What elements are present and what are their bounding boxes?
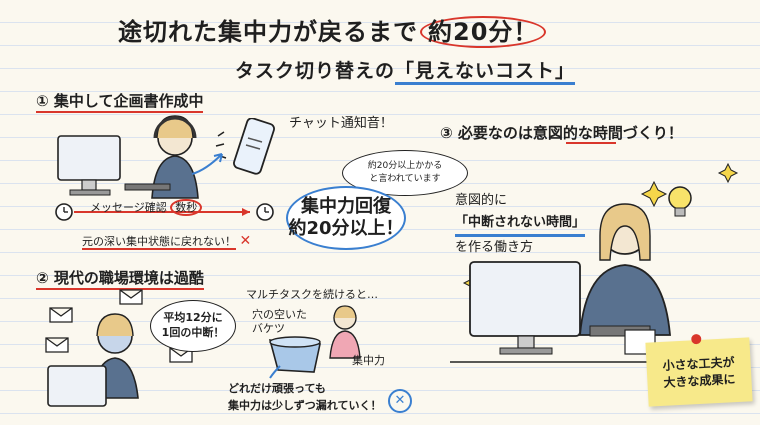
title-part1: 途切れた集中力が戻るまで	[118, 18, 418, 46]
stressed-worker-illustration	[45, 289, 193, 407]
bucket-label: 穴の空いた バケツ	[252, 308, 307, 336]
interruption-line1: 平均12分に	[163, 311, 223, 324]
concentration-label: 集中力	[352, 354, 385, 367]
section3-underline	[566, 142, 616, 144]
note-line1: 約20分以上かかる	[367, 161, 443, 171]
interruption-bubble: 平均12分に 1回の中断！	[150, 300, 236, 352]
message-check-label: メッセージ確認 数秒	[90, 199, 203, 216]
section2-heading: ② 現代の職場環境は過酷	[36, 267, 204, 290]
leaky-bucket-illustration	[268, 305, 361, 379]
pin-icon	[691, 333, 702, 345]
bucket-line2: バケツ	[252, 322, 285, 335]
phone-icon	[215, 118, 275, 175]
worker-focus-illustration	[57, 115, 199, 199]
recovery-line2: 約20分以上！	[288, 218, 404, 239]
subtitle-part1: タスク切り替えの	[235, 60, 396, 82]
section3-heading: ③ 必要なのは意図的な時間づくり！	[440, 124, 683, 142]
sticky-note: 小さな工夫が 大きな成果に	[645, 333, 753, 407]
section3-line2: 「中断されない時間」	[455, 212, 586, 237]
message-check-text: メッセージ確認	[90, 201, 167, 214]
section3-text: 意図的に 「中断されない時間」 を作る働き方	[455, 190, 586, 259]
cannot-return-text: 元の深い集中状態に戻れない！	[82, 235, 236, 250]
recovery-line1: 集中力回復	[301, 196, 391, 217]
recovery-bubble: 集中力回復 約20分以上！	[286, 186, 406, 250]
multitask-label: マルチタスクを続けると…	[246, 288, 378, 301]
title-highlight: 約20分！	[420, 16, 547, 48]
focused-worker-illustration	[450, 162, 740, 363]
arrow-icon	[191, 153, 223, 175]
section1-heading: ① 集中して企画書作成中	[36, 90, 204, 113]
leak-line2: 集中力は少しずつ漏れていく！	[228, 399, 382, 412]
note-line2: と言われています	[369, 174, 441, 184]
subtitle-highlight: 「見えないコスト」	[395, 60, 576, 85]
section3-line3: を作る働き方	[455, 240, 534, 255]
cannot-return-label: 元の深い集中状態に戻れない！ ✕	[82, 233, 252, 250]
x-mark-icon: ✕	[239, 233, 252, 249]
leak-text: どれだけ頑張っても 集中力は少しずつ漏れていく！	[228, 380, 381, 414]
timeline	[55, 203, 274, 221]
notification-label: チャット通知音！	[289, 116, 393, 131]
interruption-line2: 1回の中断！	[161, 326, 225, 339]
subtitle: タスク切り替えの「見えないコスト」	[235, 56, 576, 85]
leak-line1: どれだけ頑張っても	[228, 382, 326, 395]
bucket-line1: 穴の空いた	[252, 308, 307, 321]
seconds-label: 数秒	[170, 199, 203, 216]
title: 途切れた集中力が戻るまで約20分！	[118, 12, 547, 48]
section3-line1: 意図的に	[455, 193, 508, 208]
blue-x-icon: ✕	[388, 389, 412, 413]
